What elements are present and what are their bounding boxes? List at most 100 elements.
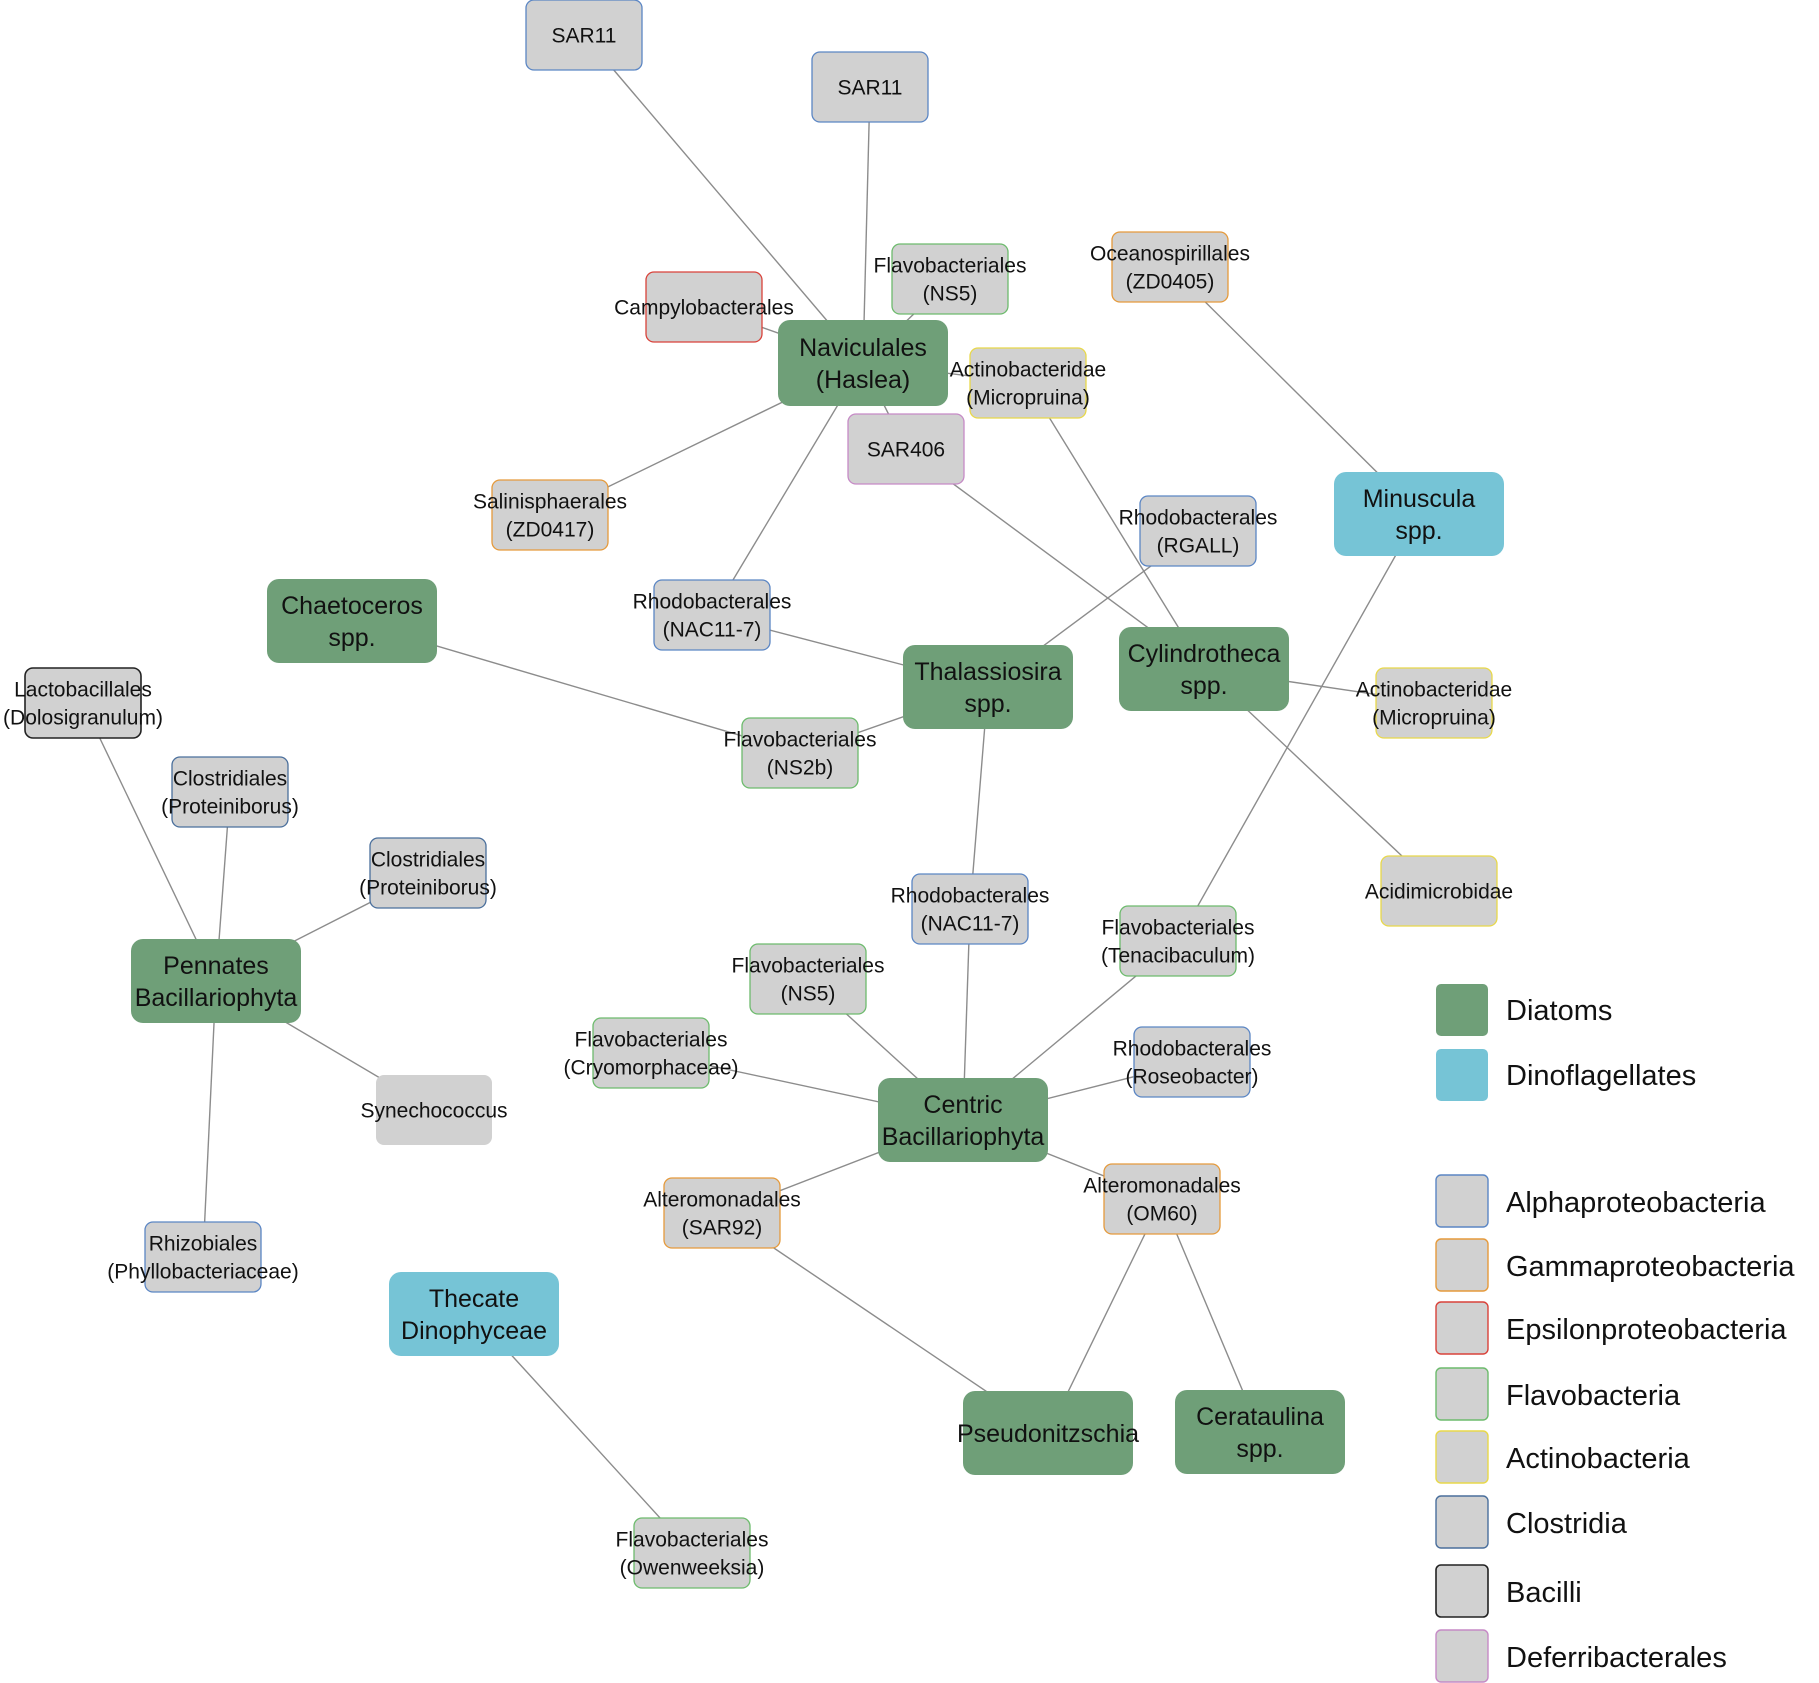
legend-item-flavobacteria: Flavobacteria xyxy=(1435,1367,1681,1421)
node-label: Campylobacterales xyxy=(614,296,794,319)
node-label: SAR11 xyxy=(552,24,617,47)
bacteria-node-sar11a[interactable]: SAR11 xyxy=(525,0,643,71)
bacteria-node-salini[interactable]: Salinisphaerales (ZD0417) xyxy=(473,479,627,551)
edge-pennates-rhizo xyxy=(202,980,217,1258)
bacteria-node-campy[interactable]: Campylobacterales xyxy=(614,271,794,343)
node-label: (Cryomorphaceae) xyxy=(563,1056,738,1079)
bacteria-node-nac_top[interactable]: Rhodobacterales(NAC11-7) xyxy=(633,579,792,651)
edge-lacto-pennates xyxy=(82,702,217,982)
diatom-node-pseudo[interactable]: Pseudonitzschia xyxy=(957,1391,1139,1475)
node-box xyxy=(903,645,1073,729)
diatom-node-navic[interactable]: Naviculales(Haslea) xyxy=(778,320,948,406)
node-box xyxy=(171,756,289,828)
bacteria-node-clos1[interactable]: Clostridiales(Proteiniborus) xyxy=(161,756,299,828)
legend-label: Epsilonproteobacteria xyxy=(1506,1314,1787,1346)
legend-swatch xyxy=(1435,1629,1489,1683)
node-box xyxy=(1119,627,1289,711)
node-label: Bacillariophyta xyxy=(882,1123,1045,1151)
bacteria-node-syne[interactable]: Synechococcus xyxy=(360,1075,508,1145)
diatom-node-chaeto[interactable]: Chaetoceros spp. xyxy=(267,579,437,663)
node-box xyxy=(878,1078,1048,1162)
legend-label: Clostridia xyxy=(1506,1508,1628,1540)
node-label: Synechococcus xyxy=(360,1099,507,1122)
node-box xyxy=(131,939,301,1023)
node-label: Cylindrotheca xyxy=(1128,640,1281,668)
legend-item-diatoms: Diatoms xyxy=(1436,984,1612,1036)
node-box xyxy=(653,579,771,651)
node-box xyxy=(663,1177,781,1249)
legend-swatch xyxy=(1436,1049,1488,1101)
bacteria-node-acidi[interactable]: Acidimicrobidae xyxy=(1365,855,1513,927)
legend-item-actinobacteria: Actinobacteria xyxy=(1435,1430,1691,1484)
node-label: spp. xyxy=(328,624,375,652)
bacteria-node-sar11b[interactable]: SAR11 xyxy=(811,51,929,123)
node-box xyxy=(376,1075,492,1145)
node-label: SAR11 xyxy=(838,76,903,99)
bacteria-node-lacto[interactable]: Lactobacillales(Dolosigranulum) xyxy=(3,667,163,739)
bacteria-node-flavo_ns5_top[interactable]: Flavobacteriales(NS5) xyxy=(874,243,1027,315)
node-label: (OM60) xyxy=(1126,1202,1197,1225)
node-box xyxy=(267,579,437,663)
bacteria-node-actino_right[interactable]: Actinobacteridae(Micropruina) xyxy=(1356,667,1512,739)
node-label: Rhodobacterales xyxy=(1113,1037,1272,1060)
bacteria-node-ns2b[interactable]: Flavobacteriales(NS2b) xyxy=(724,717,877,789)
bacteria-node-nac_mid[interactable]: Rhodobacterales(NAC11-7) xyxy=(891,873,1050,945)
node-label: (NS2b) xyxy=(767,756,834,779)
node-label: Salinisphaerales xyxy=(473,490,627,513)
node-label: Rhodobacterales xyxy=(633,590,792,613)
node-box xyxy=(525,0,643,71)
bacteria-node-tenac[interactable]: Flavobacteriales (Tenacibaculum) xyxy=(1101,905,1255,977)
node-label: Actinobacteridae xyxy=(950,358,1106,381)
node-label: Rhodobacterales xyxy=(1119,506,1278,529)
bacteria-node-rhizo[interactable]: Rhizobiales(Phyllobacteriaceae) xyxy=(107,1221,299,1293)
node-label: Minuscula xyxy=(1363,485,1476,513)
node-label: spp. xyxy=(1236,1435,1283,1463)
bacteria-node-roseo[interactable]: Rhodobacterales (Roseobacter) xyxy=(1113,1026,1272,1098)
node-box xyxy=(1103,1163,1221,1235)
node-label: Lactobacillales xyxy=(14,678,152,701)
edge-minus-tenac xyxy=(1177,513,1420,942)
node-label: (RGALL) xyxy=(1157,534,1240,557)
node-label: Chaetoceros xyxy=(281,592,423,620)
bacteria-node-actino_top[interactable]: Actinobacteridae(Micropruina) xyxy=(950,347,1106,419)
node-box xyxy=(1139,495,1257,567)
node-box xyxy=(963,1391,1133,1475)
bacteria-node-clos2[interactable]: Clostridiales(Proteiniborus) xyxy=(359,837,497,909)
bacteria-node-sar92[interactable]: Alteromonadales(SAR92) xyxy=(643,1177,801,1249)
bacteria-node-cryo[interactable]: Flavobacteriales(Cryomorphaceae) xyxy=(563,1017,739,1089)
bacteria-node-ns5_mid[interactable]: Flavobacteriales(NS5) xyxy=(732,943,885,1015)
node-box xyxy=(1111,231,1229,303)
node-box xyxy=(741,717,859,789)
bacteria-node-rgall[interactable]: Rhodobacterales (RGALL) xyxy=(1119,495,1278,567)
node-label: Acidimicrobidae xyxy=(1365,880,1513,903)
node-label: (NS5) xyxy=(923,282,978,305)
bacteria-node-oceano[interactable]: Oceanospirillales(ZD0405) xyxy=(1090,231,1250,303)
legend-label: Deferribacterales xyxy=(1506,1642,1727,1674)
node-box xyxy=(144,1221,262,1293)
bacteria-node-owen[interactable]: Flavobacteriales(Owenweeksia) xyxy=(616,1517,769,1589)
node-label: Flavobacteriales xyxy=(1102,916,1255,939)
node-label: (Phyllobacteriaceae) xyxy=(107,1260,298,1283)
node-box xyxy=(1375,667,1493,739)
node-box xyxy=(592,1017,710,1089)
node-label: Pseudonitzschia xyxy=(957,1420,1139,1448)
node-label: Thalassiosira xyxy=(914,658,1061,686)
bacteria-node-om60[interactable]: Alteromonadales(OM60) xyxy=(1083,1163,1241,1235)
node-box xyxy=(1175,1390,1345,1474)
node-label: (Roseobacter) xyxy=(1125,1065,1258,1088)
node-box xyxy=(891,243,1009,315)
node-label: Rhodobacterales xyxy=(891,884,1050,907)
bacteria-node-sar406[interactable]: SAR406 xyxy=(847,413,965,485)
node-label: (Micropruina) xyxy=(1372,706,1496,729)
node-label: (ZD0417) xyxy=(506,518,595,541)
node-label: Clostridiales xyxy=(173,767,287,790)
legend-label: Bacilli xyxy=(1506,1577,1582,1609)
node-label: (Tenacibaculum) xyxy=(1101,944,1255,967)
